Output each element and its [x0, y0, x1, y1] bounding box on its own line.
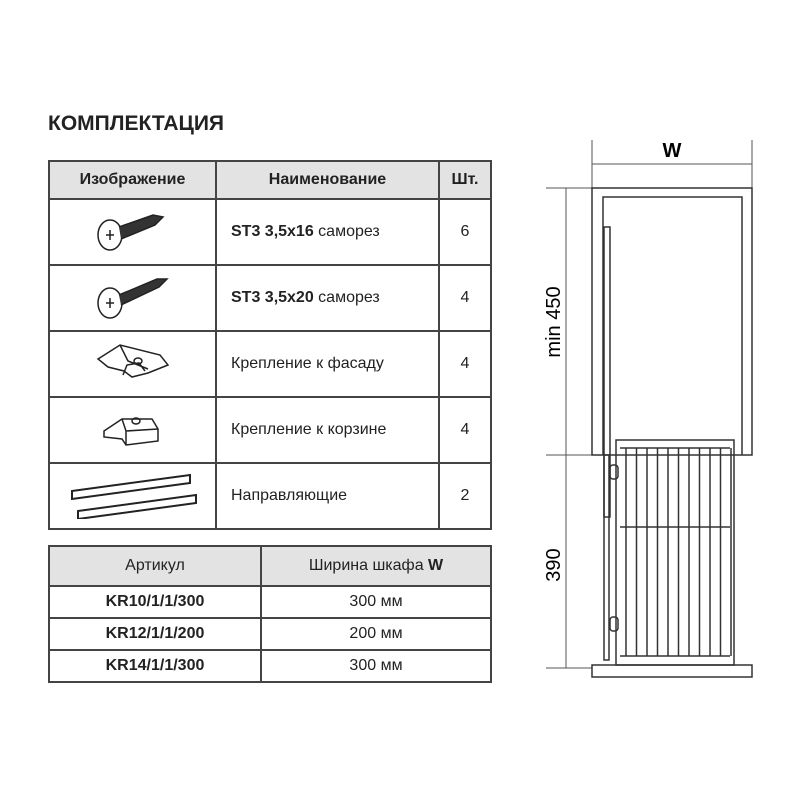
table-row: ST3 3,5x20 саморез 4	[48, 264, 492, 332]
col-article: Артикул	[48, 545, 262, 587]
item-name: саморез	[313, 223, 380, 240]
item-name-bold: ST3 3,5x20	[231, 289, 314, 306]
rail-lower	[603, 454, 610, 661]
article: KR12/1/1/200	[48, 617, 262, 651]
col-qty: Шт.	[438, 160, 492, 200]
height-top-label: min 450	[543, 286, 565, 357]
col-width-label: Ширина шкафа	[308, 557, 429, 574]
plinth	[591, 664, 753, 678]
table-row: Направляющие 2	[48, 462, 492, 530]
item-name: Крепление к фасаду	[215, 330, 440, 398]
height-dimension	[546, 187, 592, 669]
basket	[615, 439, 735, 666]
table-row: Крепление к корзине 4	[48, 396, 492, 464]
height-bottom-label: 390	[543, 548, 565, 581]
table-row: Крепление к фасаду 4	[48, 330, 492, 398]
cabinet-width: 200 мм	[260, 617, 492, 651]
width-dimension	[591, 140, 753, 188]
item-qty: 4	[438, 396, 492, 464]
col-width-symbol: W	[428, 557, 444, 574]
table-row: ST3 3,5x16 саморез 6	[48, 198, 492, 266]
rails-icon	[48, 462, 217, 530]
article: KR10/1/1/300	[48, 585, 262, 619]
width-label: W	[663, 140, 682, 162]
col-name: Наименование	[215, 160, 440, 200]
screw-icon	[48, 264, 217, 332]
item-name: Крепление к корзине	[215, 396, 440, 464]
item-name: Направляющие	[215, 462, 440, 530]
cabinet-width: 300 мм	[260, 649, 492, 683]
facade-clip-icon	[48, 330, 217, 398]
page-title: КОМПЛЕКТАЦИЯ	[48, 112, 225, 135]
item-qty: 4	[438, 330, 492, 398]
cabinet-width: 300 мм	[260, 585, 492, 619]
rail	[603, 226, 611, 518]
article: KR14/1/1/300	[48, 649, 262, 683]
screw-icon	[48, 198, 217, 266]
item-qty: 4	[438, 264, 492, 332]
basket-clip-icon	[48, 396, 217, 464]
table-header: Изображение Наименование Шт.	[48, 160, 492, 200]
item-qty: 2	[438, 462, 492, 530]
item-qty: 6	[438, 198, 492, 266]
item-name-bold: ST3 3,5x16	[231, 223, 314, 240]
col-image: Изображение	[48, 160, 217, 200]
item-name: саморез	[313, 289, 380, 306]
col-width: Ширина шкафа W	[260, 545, 492, 587]
table-header: Артикул Ширина шкафа W	[48, 545, 492, 587]
kit-table: Изображение Наименование Шт. ST3 3,5x16 …	[48, 160, 492, 530]
cabinet-inner	[602, 196, 743, 455]
cabinet-outline	[591, 187, 753, 456]
